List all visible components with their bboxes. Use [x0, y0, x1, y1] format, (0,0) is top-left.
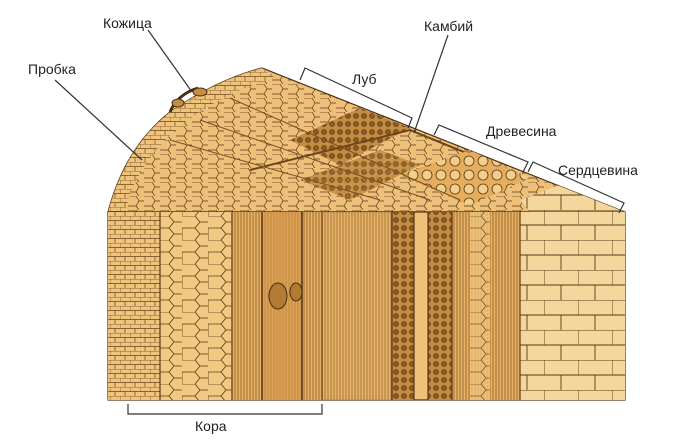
bast-bracket — [299, 67, 413, 129]
label-pith: Сердцевина — [558, 162, 638, 178]
label-lines — [54, 29, 625, 415]
pith-layer — [520, 212, 625, 400]
sieve-tubes — [392, 212, 414, 400]
label-bast: Луб — [352, 71, 377, 87]
label-skin: Кожица — [103, 15, 152, 31]
label-cambium: Камбий — [424, 18, 473, 34]
labels: Пробка Кожица Луб Камбий Древесина Сердц… — [28, 15, 638, 434]
cork-layer — [108, 212, 160, 400]
cambium-leader-line — [413, 34, 449, 134]
pith-bracket — [527, 161, 625, 214]
bark-parenchyma — [160, 212, 232, 400]
label-bark: Кора — [195, 418, 227, 434]
cork-leader-line — [54, 79, 143, 161]
label-cork: Пробка — [28, 61, 76, 77]
wood-bracket — [433, 124, 529, 173]
top-surface — [107, 67, 626, 213]
bark-bracket — [127, 404, 323, 415]
front-face — [107, 211, 626, 401]
label-wood: Древесина — [486, 123, 557, 139]
skin-leader-line — [147, 29, 193, 93]
bast-layer — [322, 212, 392, 400]
